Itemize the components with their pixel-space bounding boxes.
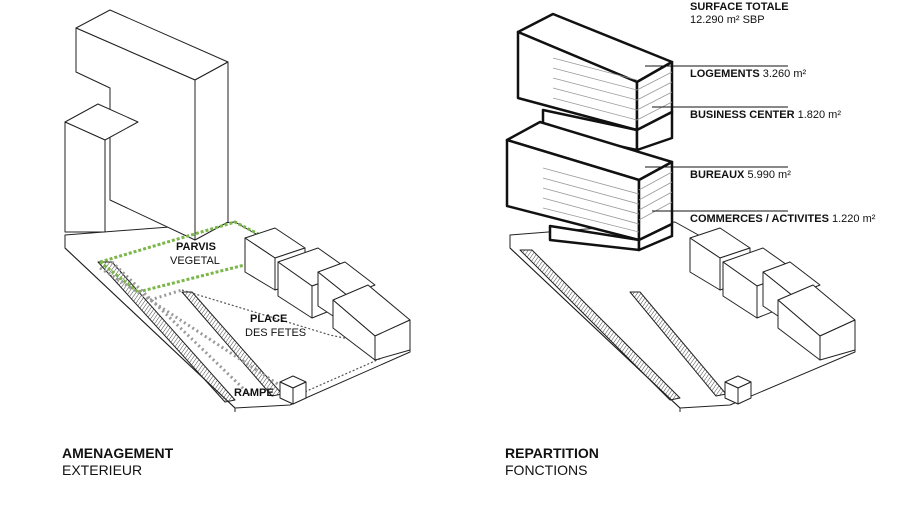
function-area: 5.990 m² xyxy=(747,169,791,181)
function-name: LOGEMENTS xyxy=(690,68,760,80)
dotted-path xyxy=(99,260,291,397)
parvis-subtitle: VEGETAL xyxy=(170,255,220,267)
function-name: BUSINESS CENTER xyxy=(690,109,795,121)
place-subtitle: DES FETES xyxy=(245,327,307,339)
left-caption-title: AMENAGEMENT xyxy=(62,445,174,461)
left-ramp-trench xyxy=(97,261,236,403)
right-houses xyxy=(689,227,856,361)
leader-lines xyxy=(645,65,788,212)
parvis-title: PARVIS xyxy=(176,241,216,253)
right-function-model xyxy=(505,12,856,412)
rampe-label: RAMPE xyxy=(234,387,274,399)
left-tower xyxy=(64,9,229,241)
left-houses xyxy=(244,227,411,361)
function-bureaux: BUREAUX 5.990 m² xyxy=(690,169,791,182)
surface-total-value: 12.290 m² SBP xyxy=(690,14,765,26)
function-business-center: BUSINESS CENTER 1.820 m² xyxy=(690,109,841,122)
right-facade-lines xyxy=(542,57,673,233)
function-area: 3.260 m² xyxy=(762,68,807,80)
right-caption-title: REPARTITION xyxy=(505,445,599,461)
left-caption-subtitle: EXTERIEUR xyxy=(62,462,143,478)
function-commerces: COMMERCES / ACTIVITES 1.220 m² xyxy=(690,213,875,226)
place-outline xyxy=(181,289,401,395)
left-caption: AMENAGEMENT EXTERIEUR xyxy=(62,445,173,479)
right-tower-blocks xyxy=(505,12,674,252)
function-area: 1.220 m² xyxy=(832,213,876,225)
right-caption-subtitle: FONCTIONS xyxy=(505,462,588,478)
function-logements: LOGEMENTS 3.260 m² xyxy=(690,68,806,81)
function-name: COMMERCES / ACTIVITES xyxy=(690,213,829,225)
function-area: 1.820 m² xyxy=(797,109,842,121)
left-site-plan xyxy=(64,9,411,412)
right-ramp-trench xyxy=(519,249,681,401)
rampe-cube xyxy=(279,375,307,405)
function-name: BUREAUX xyxy=(690,169,745,181)
place-title: PLACE xyxy=(250,313,288,325)
right-caption: REPARTITION FONCTIONS xyxy=(505,445,599,479)
surface-total-title: SURFACE TOTALE xyxy=(690,1,789,13)
right-cube xyxy=(724,375,752,405)
